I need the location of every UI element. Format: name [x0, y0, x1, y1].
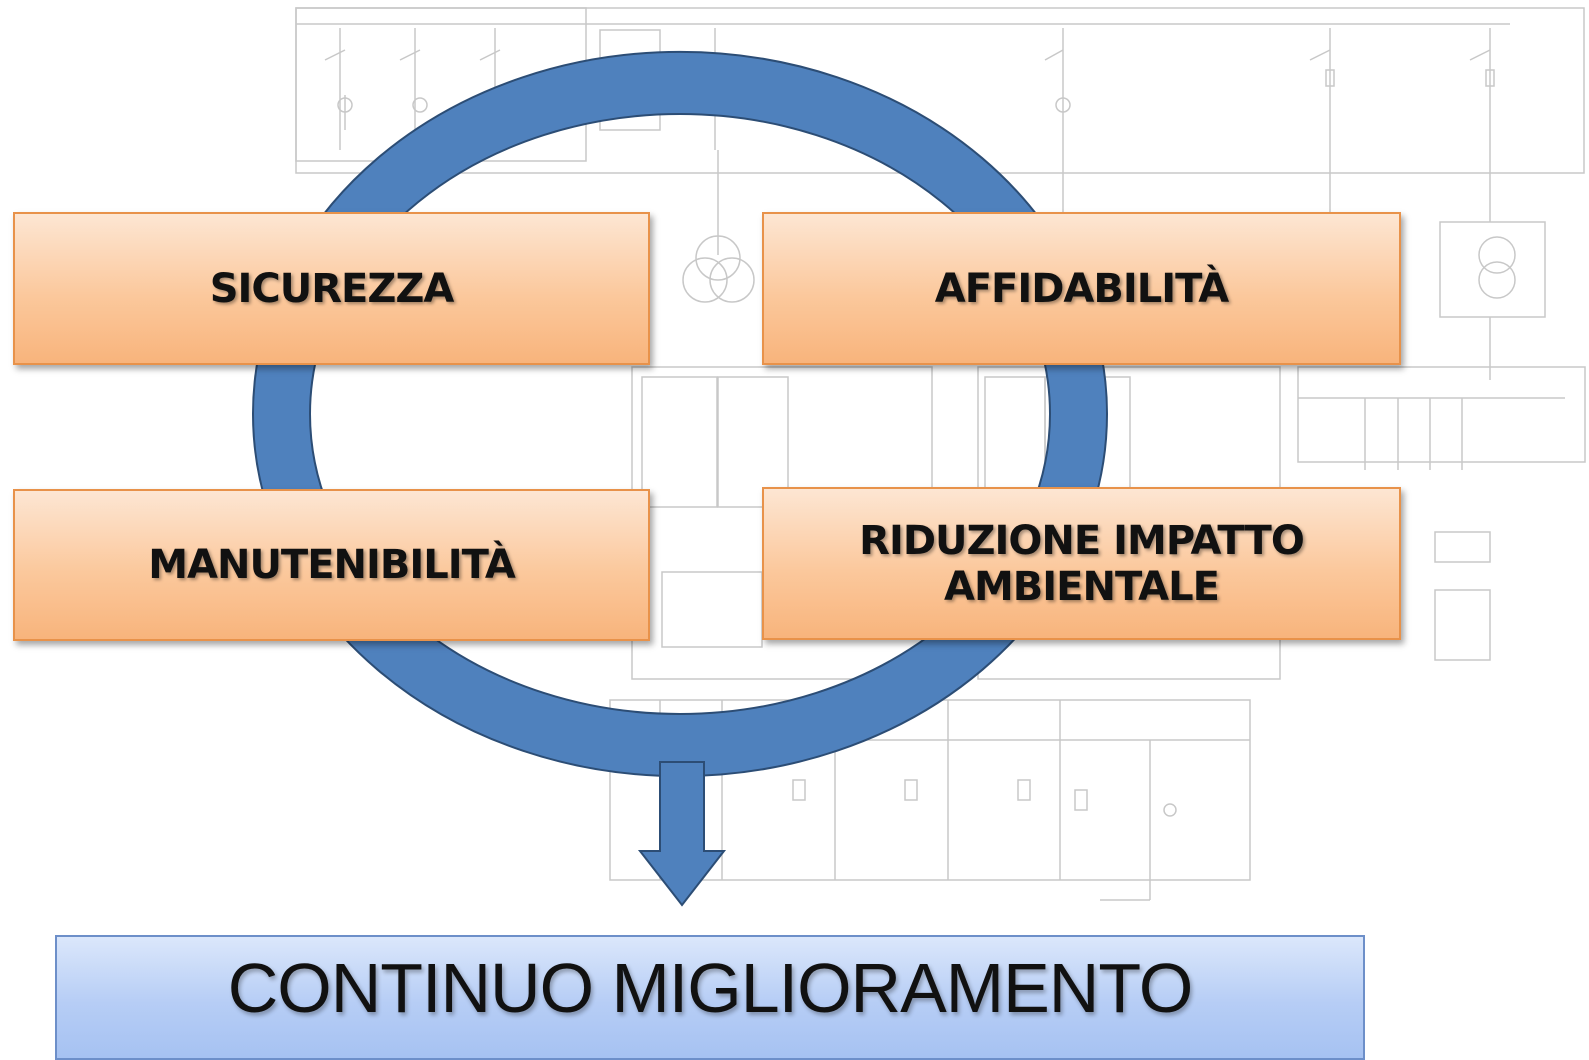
result-continuo-miglioramento: CONTINUO MIGLIORAMENTO — [55, 935, 1365, 1060]
pillar-affidabilita: AFFIDABILITÀ — [762, 212, 1401, 365]
pillar-manutenibilita: MANUTENIBILITÀ — [13, 489, 650, 641]
pillar-sicurezza: SICUREZZA — [13, 212, 650, 365]
pillar-riduzione-label-line1: RIDUZIONE IMPATTO — [859, 517, 1305, 564]
pillar-riduzione-impatto-ambientale: RIDUZIONE IMPATTO AMBIENTALE — [762, 487, 1401, 640]
pillar-affidabilita-label: AFFIDABILITÀ — [934, 265, 1230, 312]
pillar-manutenibilita-label: MANUTENIBILITÀ — [148, 542, 516, 588]
result-label: CONTINUO MIGLIORAMENTO — [227, 948, 1194, 1027]
pillar-riduzione-label-line2: AMBIENTALE — [944, 563, 1220, 610]
pillar-sicurezza-label: SICUREZZA — [209, 265, 455, 312]
